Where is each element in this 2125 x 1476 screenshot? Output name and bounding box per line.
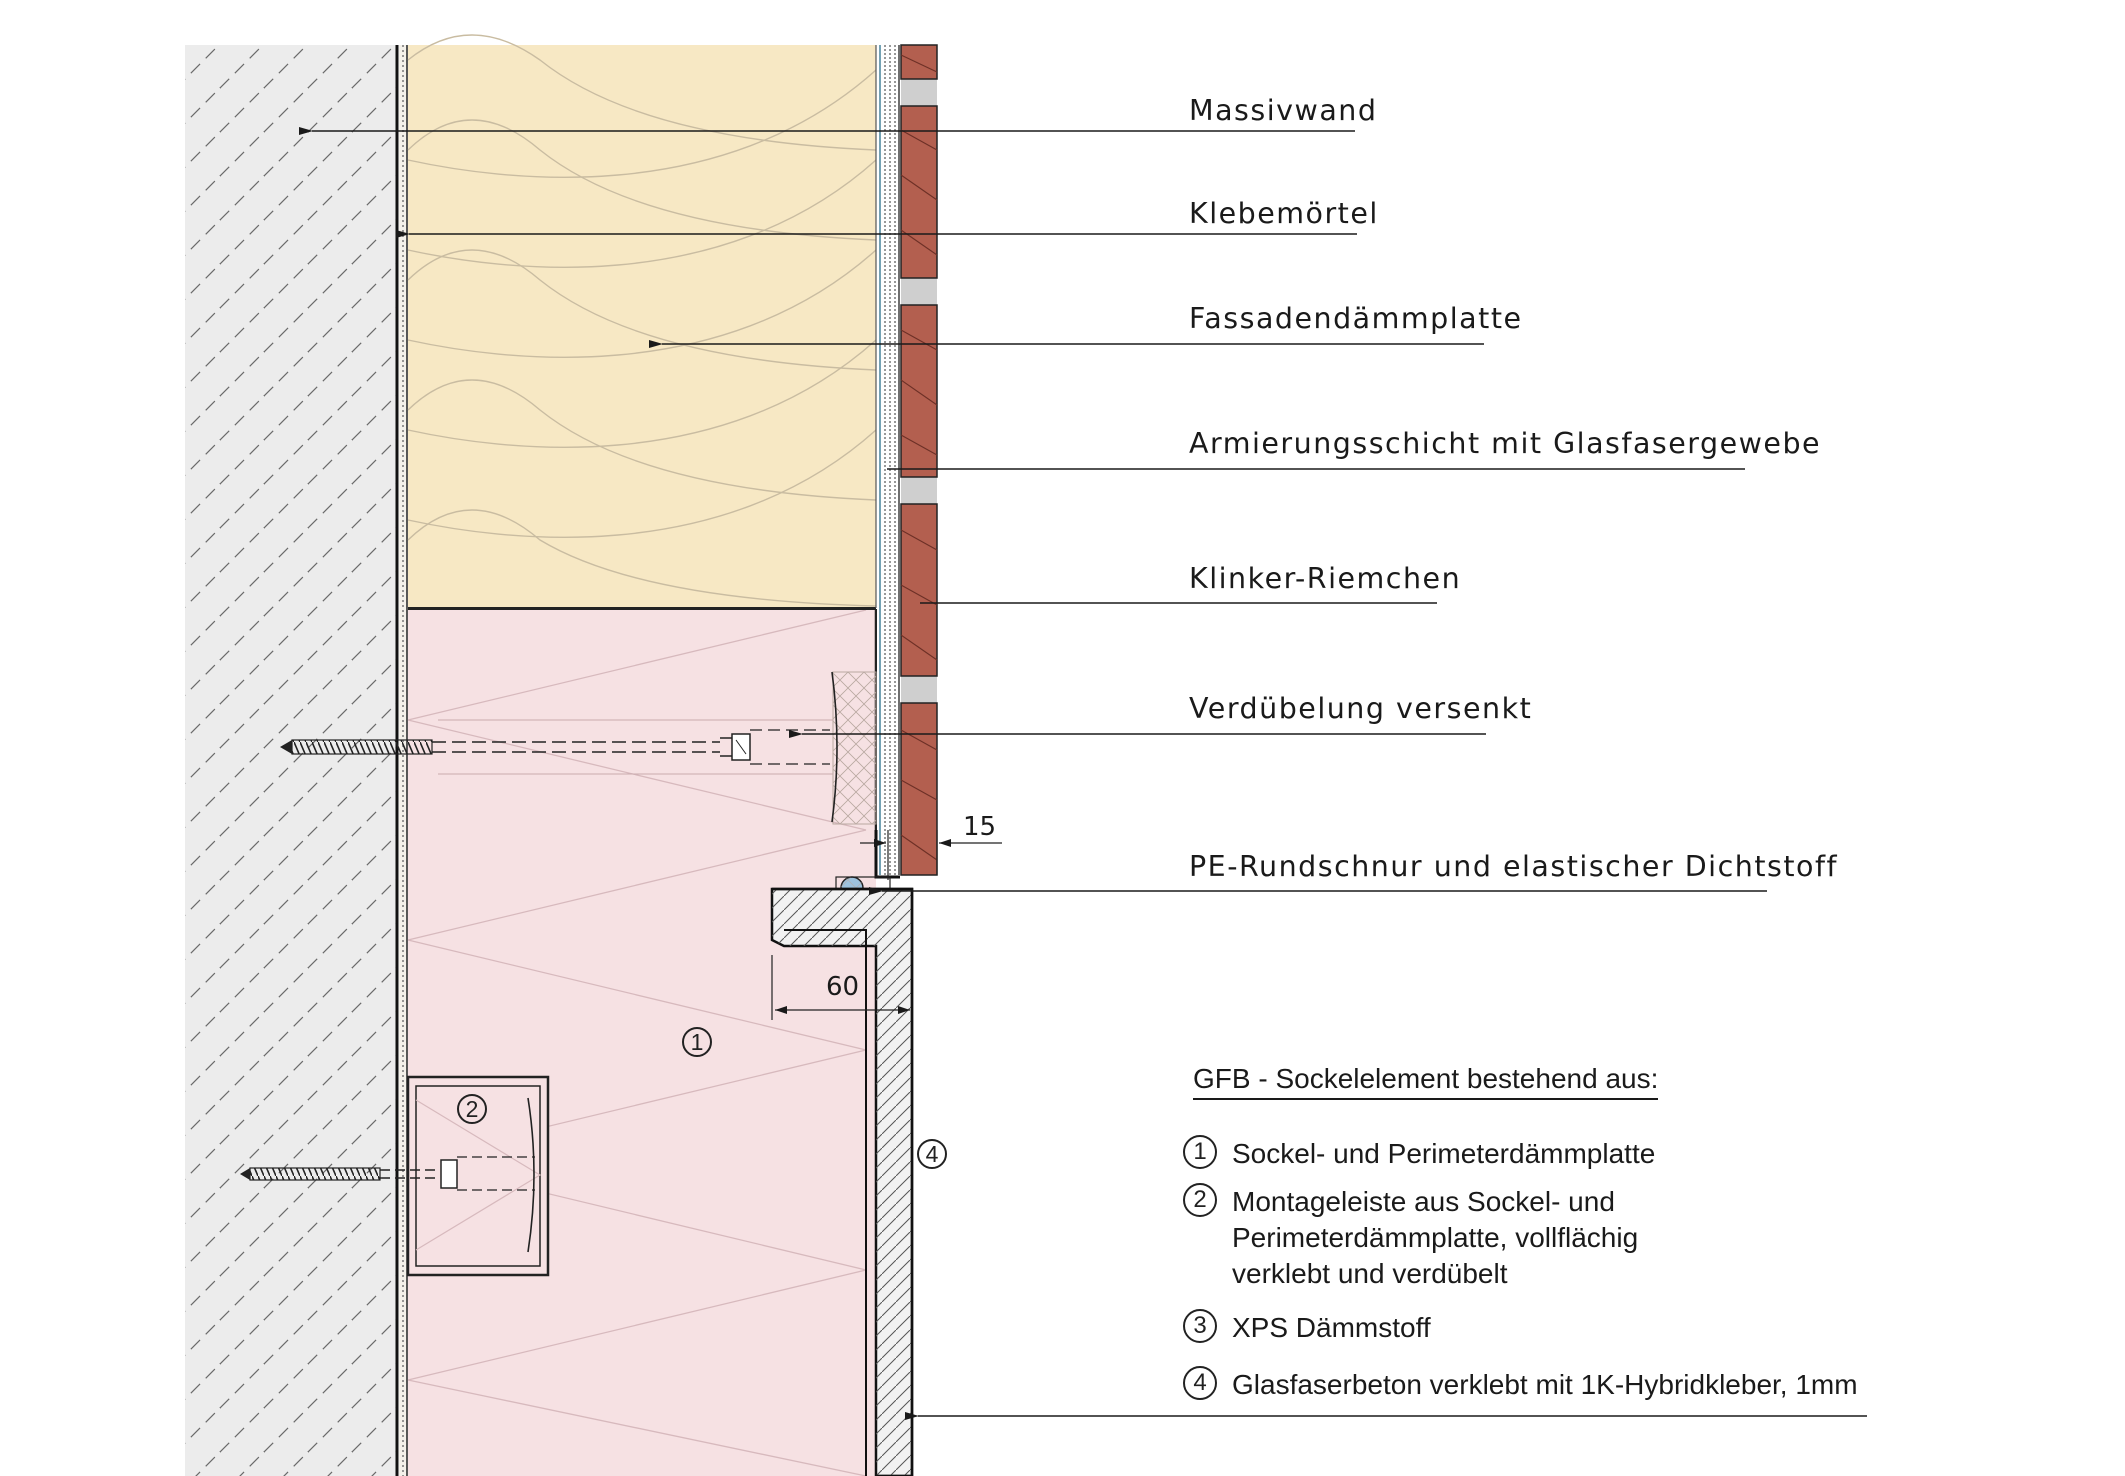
armierungsschicht	[877, 45, 900, 875]
leader-lines	[299, 127, 1867, 1420]
callout-klebemoertel: Klebemörtel	[1189, 197, 1379, 230]
lower-dowel	[240, 1097, 535, 1253]
legend-item-2: 2 Montageleiste aus Sockel- und Perimete…	[1183, 1183, 1639, 1292]
legend-title: GFB - Sockelelement bestehend aus:	[1193, 1062, 1659, 1100]
legend-text-1: Sockel- und Perimeterdämmplatte	[1232, 1138, 1656, 1169]
callout-armierungsschicht: Armierungsschicht mit Glasfasergewebe	[1189, 427, 1822, 460]
upper-dowel	[280, 671, 877, 825]
legend-text-4: Glasfaserbeton verklebt mit 1K-Hybridkle…	[1232, 1369, 1858, 1400]
fassadendaemmplatte	[407, 34, 877, 609]
klebemoertel-layer	[399, 45, 408, 1476]
dimension-15	[860, 830, 1002, 880]
legend-text-2: Montageleiste aus Sockel- und Perimeterd…	[1232, 1186, 1639, 1289]
dimension-value-60: 60	[826, 972, 860, 1002]
legend-number-2: 2	[1183, 1183, 1217, 1217]
callout-klinker-riemchen: Klinker-Riemchen	[1189, 562, 1462, 595]
montageleiste	[406, 1075, 550, 1277]
callout-fassadendaemmplatte: Fassadendämmplatte	[1189, 302, 1523, 335]
legend-item-4: 4 Glasfaserbeton verklebt mit 1K-Hybridk…	[1183, 1366, 1858, 1403]
callout-verduebelung: Verdübelung versenkt	[1189, 692, 1533, 725]
legend-item-3: 3 XPS Dämmstoff	[1183, 1309, 1431, 1346]
callout-massivwand: Massivwand	[1189, 94, 1378, 127]
sockel-perimeterdaemmplatte	[407, 608, 878, 1476]
massivwand	[185, 45, 399, 1476]
dimension-60	[771, 955, 910, 1020]
legend-number-1: 1	[1183, 1135, 1217, 1169]
marker-1: 1	[682, 1027, 712, 1057]
dimension-value-15: 15	[963, 812, 997, 842]
klinker-riemchen	[900, 44, 938, 876]
legend-number-4: 4	[1183, 1366, 1217, 1400]
legend-text-3: XPS Dämmstoff	[1232, 1312, 1431, 1343]
legend-item-1: 1 Sockel- und Perimeterdämmplatte	[1183, 1135, 1656, 1172]
callout-pe-rundschnur: PE-Rundschnur und elastischer Dichtstoff	[1189, 850, 1839, 883]
glasfaserbeton-schale	[770, 887, 914, 1476]
marker-4: 4	[917, 1139, 947, 1169]
legend-number-3: 3	[1183, 1309, 1217, 1343]
marker-2: 2	[457, 1094, 487, 1124]
